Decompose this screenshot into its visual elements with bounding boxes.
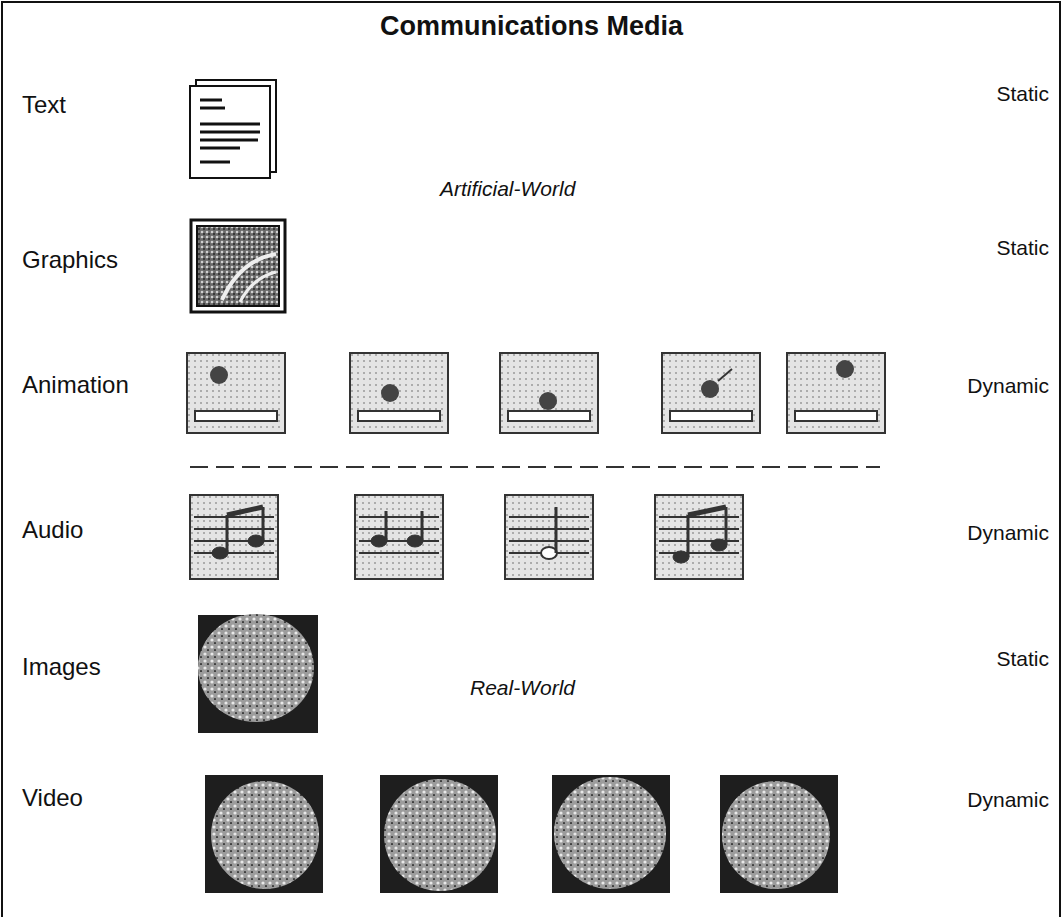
media-type: Dynamic	[967, 374, 1049, 397]
row-name: Text	[22, 92, 66, 118]
audio-frames	[190, 495, 743, 579]
media-type: Dynamic	[967, 521, 1049, 544]
animation-frames	[187, 353, 885, 433]
row-name: Video	[22, 785, 83, 811]
diagram-title: Communications Media	[380, 12, 683, 42]
graphics-icon	[191, 220, 285, 312]
region-label: Artificial-World	[440, 177, 575, 200]
media-type: Static	[996, 236, 1049, 259]
row-name: Animation	[22, 372, 129, 398]
image-photo	[198, 614, 318, 733]
media-type: Static	[996, 647, 1049, 670]
media-type: Dynamic	[967, 788, 1049, 811]
row-name: Graphics	[22, 247, 118, 273]
video-frames	[205, 775, 838, 893]
document-icon	[190, 80, 276, 178]
row-name: Images	[22, 654, 101, 680]
row-name: Audio	[22, 517, 83, 543]
separator-dashed	[190, 466, 880, 468]
media-type: Static	[996, 82, 1049, 105]
region-label: Real-World	[470, 676, 575, 699]
